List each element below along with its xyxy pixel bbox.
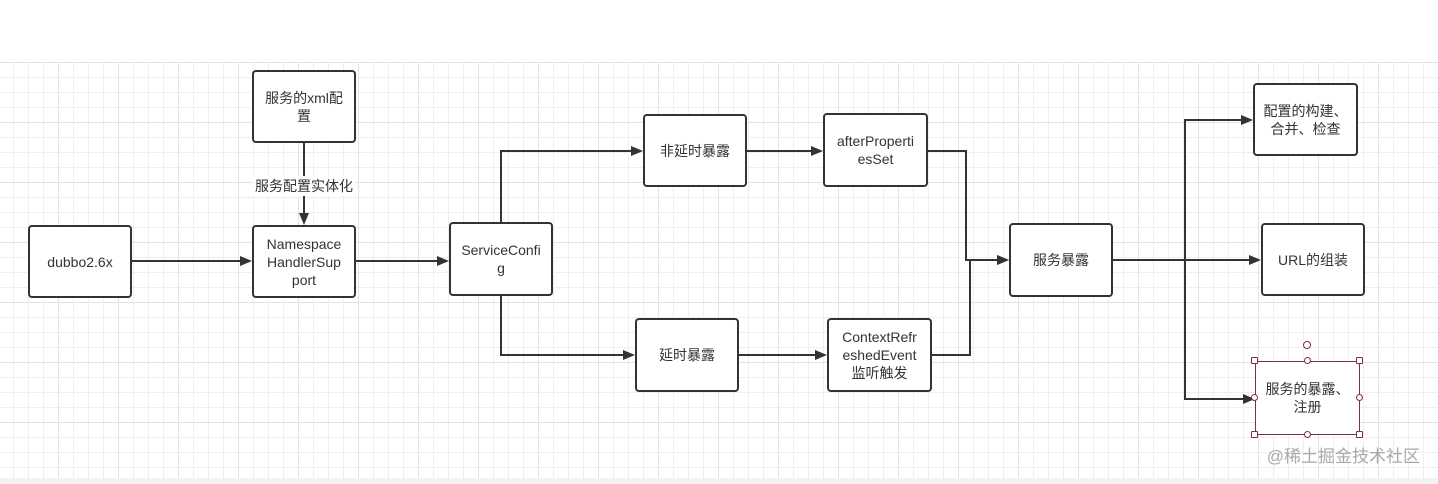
- node-service-config[interactable]: ServiceConfi g: [449, 222, 553, 296]
- edge-label-xml-to-namespace[interactable]: 服务配置实体化: [253, 176, 355, 196]
- watermark: @稀土掘金技术社区: [1266, 447, 1420, 466]
- node-delayed-export[interactable]: 延时暴露: [635, 318, 739, 392]
- resize-handle-top[interactable]: [1304, 357, 1311, 364]
- node-label-line: ServiceConfi: [461, 242, 541, 258]
- node-service-config-label: ServiceConfi g: [461, 241, 540, 277]
- node-label-line: 监听触发: [851, 365, 908, 381]
- node-config-build-merge-check-label: 配置的构建、 合并、检查: [1264, 102, 1348, 138]
- node-url-assembly-label: URL的组装: [1278, 251, 1348, 269]
- node-label-line: afterProperti: [836, 133, 915, 149]
- resize-handle-right[interactable]: [1356, 394, 1363, 401]
- node-context-refreshed-event-label: ContextRefr eshedEvent 监听触发: [842, 328, 917, 382]
- node-label-line: 非延时暴露: [660, 142, 730, 159]
- edge-service-config-to-delayed-export[interactable]: [500, 296, 635, 360]
- node-xml-config-label: 服务的xml配 置: [265, 89, 343, 125]
- node-service-export-register-label: 服务的暴露、 注册: [1266, 380, 1350, 416]
- node-after-properties-set[interactable]: afterProperti esSet: [823, 113, 928, 187]
- node-label-line: 服务暴露: [1033, 252, 1089, 268]
- node-label-line: 置: [297, 107, 311, 124]
- node-label-line: ContextRefr: [842, 329, 917, 345]
- node-dubbo-label: dubbo2.6x: [47, 253, 112, 271]
- node-label-line: 合并、检查: [1270, 120, 1341, 137]
- node-label-line: esSet: [857, 151, 894, 167]
- resize-handle-top-right[interactable]: [1356, 357, 1363, 364]
- node-after-properties-set-label: afterProperti esSet: [837, 132, 914, 168]
- resize-handle-bottom-right[interactable]: [1356, 431, 1363, 438]
- edge-service-config-to-non-delayed-export[interactable]: [500, 146, 643, 222]
- node-label-line: 延时暴露: [659, 347, 715, 363]
- edge-service-export-to-export-register[interactable]: [1113, 259, 1255, 404]
- node-dubbo[interactable]: dubbo2.6x: [28, 225, 132, 298]
- node-label-line: port: [291, 271, 317, 288]
- node-label-line: 服务的暴露、: [1265, 381, 1350, 397]
- node-label-line: HandlerSup: [267, 253, 341, 270]
- node-service-export-label: 服务暴露: [1033, 251, 1089, 269]
- node-namespace-handler-support-label: Namespace HandlerSup port: [267, 235, 342, 289]
- resize-handle-top-left[interactable]: [1251, 357, 1258, 364]
- node-label-line: Namespace: [266, 235, 342, 252]
- node-label-line: eshedEvent: [842, 347, 917, 363]
- node-xml-config[interactable]: 服务的xml配 置: [252, 70, 356, 143]
- resize-handle-bottom-left[interactable]: [1251, 431, 1258, 438]
- node-config-build-merge-check[interactable]: 配置的构建、 合并、检查: [1253, 83, 1358, 156]
- node-label-line: g: [497, 260, 505, 276]
- node-label-line: 服务的xml配: [265, 89, 343, 106]
- node-context-refreshed-event[interactable]: ContextRefr eshedEvent 监听触发: [827, 318, 932, 392]
- node-label-line: 注册: [1293, 399, 1322, 415]
- node-label-line: URL的组装: [1277, 251, 1348, 268]
- node-service-export[interactable]: 服务暴露: [1009, 223, 1113, 297]
- node-label-line: 配置的构建、: [1263, 102, 1348, 119]
- canvas-bottom-strip: [0, 478, 1438, 484]
- node-label-line: dubbo2.6x: [47, 253, 113, 270]
- edge-context-refreshed-event-to-service-export[interactable]: [932, 255, 1009, 356]
- resize-handle-left[interactable]: [1251, 394, 1258, 401]
- node-delayed-export-label: 延时暴露: [659, 346, 715, 364]
- selection-overlay: [1251, 341, 1363, 438]
- node-url-assembly[interactable]: URL的组装: [1261, 223, 1365, 296]
- resize-handle-bottom[interactable]: [1304, 431, 1311, 438]
- rotate-handle[interactable]: [1303, 341, 1311, 349]
- node-namespace-handler-support[interactable]: Namespace HandlerSup port: [252, 225, 356, 298]
- edge-service-export-to-config-build[interactable]: [1113, 115, 1253, 261]
- node-non-delayed-export-label: 非延时暴露: [660, 142, 730, 160]
- edge-after-properties-set-to-service-export[interactable]: [928, 150, 1009, 265]
- node-non-delayed-export[interactable]: 非延时暴露: [643, 114, 747, 187]
